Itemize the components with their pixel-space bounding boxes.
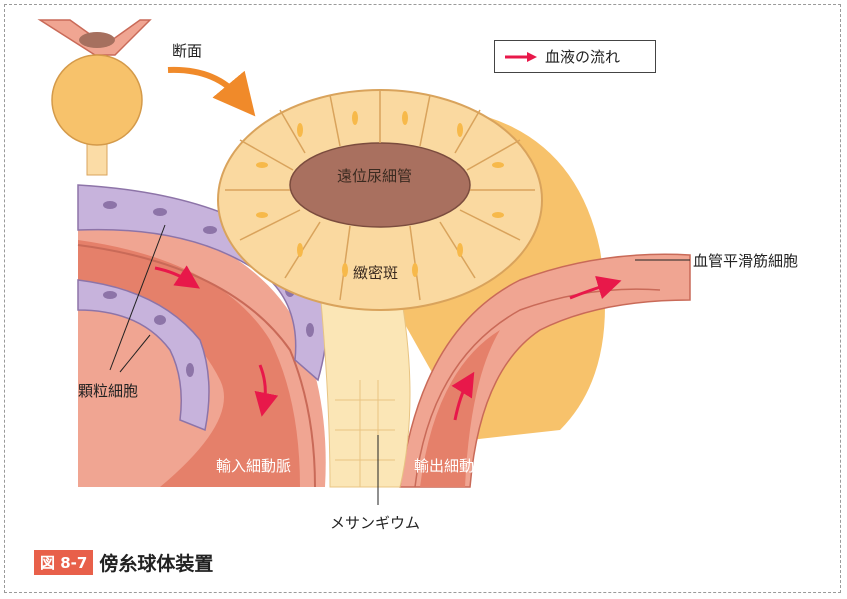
label-distal-tubule: 遠位尿細管 (337, 165, 412, 186)
figure-number: 図 8-7 (34, 550, 93, 575)
legend-label: 血液の流れ (545, 46, 620, 67)
label-efferent-arteriole: 輸出細動脈 (414, 455, 489, 476)
label-cross-section: 断面 (172, 40, 202, 61)
label-afferent-arteriole: 輸入細動脈 (216, 455, 291, 476)
inset-glomerulus (40, 20, 150, 175)
figure-caption: 図 8-7 傍糸球体装置 (34, 549, 213, 576)
label-mesangium: メサンギウム (330, 512, 420, 533)
legend-box: 血液の流れ (494, 40, 656, 73)
legend-red-arrow-icon (505, 51, 539, 63)
cross-section-arrow (168, 70, 240, 98)
label-granular-cells: 顆粒細胞 (78, 380, 138, 401)
label-macula-densa: 緻密斑 (353, 262, 398, 283)
mesangium-cells (320, 290, 410, 487)
figure-title: 傍糸球体装置 (99, 549, 213, 576)
label-vascular-smooth-muscle: 血管平滑筋細胞 (693, 250, 798, 271)
